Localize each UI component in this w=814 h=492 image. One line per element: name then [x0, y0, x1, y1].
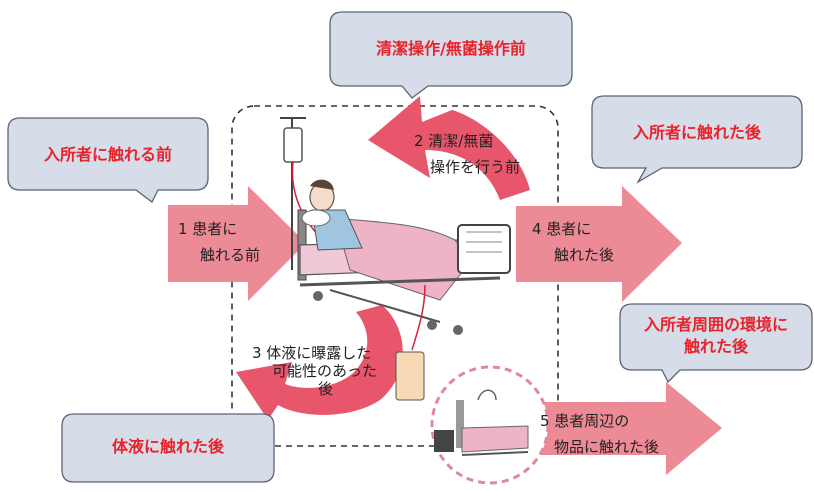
- patient-bed-illustration: [280, 117, 511, 401]
- moment-1-line2: 触れる前: [200, 246, 261, 264]
- curved-arrow-moment-3: [236, 305, 403, 420]
- curved-arrow-moment-2: [368, 96, 530, 200]
- moment-3-label: 3 体液に曝露した 可能性のあった 後: [252, 344, 377, 398]
- moment-2-line2: 操作を行う前: [430, 158, 521, 176]
- arrow-moment-5: [530, 382, 722, 475]
- moment-2-label: 2 清潔/無菌 操作を行う前: [414, 128, 520, 180]
- callout-after-touch-surroundings-line1: 入所者周囲の環境に: [643, 315, 788, 334]
- moment-5-label: 5 患者周辺の 物品に触れた後: [540, 408, 659, 460]
- bubble-after-body-fluid: [61, 413, 275, 483]
- callout-after-touch-resident: 入所者に触れた後: [632, 123, 761, 142]
- moment-4-line2: 触れた後: [554, 246, 615, 264]
- moment-1-line1: 1 患者に: [178, 220, 238, 238]
- moment-3-line1: 3 体液に曝露した: [252, 344, 372, 362]
- moment-4-line1: 4 患者に: [532, 220, 592, 238]
- bubble-after-touch-resident: [591, 95, 803, 184]
- moment-3-line2: 可能性のあった: [272, 362, 378, 380]
- bubble-before-aseptic: [329, 11, 573, 99]
- moment-4-label: 4 患者に 触れた後: [532, 216, 614, 268]
- surroundings-circle: [430, 365, 550, 485]
- moment-2-line1: 2 清潔/無菌: [414, 132, 494, 150]
- callout-before-touch-resident: 入所者に触れる前: [43, 145, 172, 164]
- callout-after-touch-surroundings-line2: 触れた後: [683, 337, 748, 356]
- moment-1-label: 1 患者に 触れる前: [178, 216, 260, 268]
- arrow-moment-4: [516, 186, 682, 302]
- callout-after-body-fluid: 体液に触れた後: [111, 437, 224, 456]
- arrow-moment-1: [168, 186, 306, 301]
- bubble-before-touch-resident: [7, 117, 209, 203]
- moment-3-line3: 後: [318, 380, 334, 398]
- callout-before-aseptic: 清潔操作/無菌操作前: [376, 39, 526, 58]
- bubble-after-touch-surroundings: [619, 303, 813, 384]
- moment-5-line2: 物品に触れた後: [554, 438, 660, 456]
- moment-5-line1: 5 患者周辺の: [540, 412, 630, 430]
